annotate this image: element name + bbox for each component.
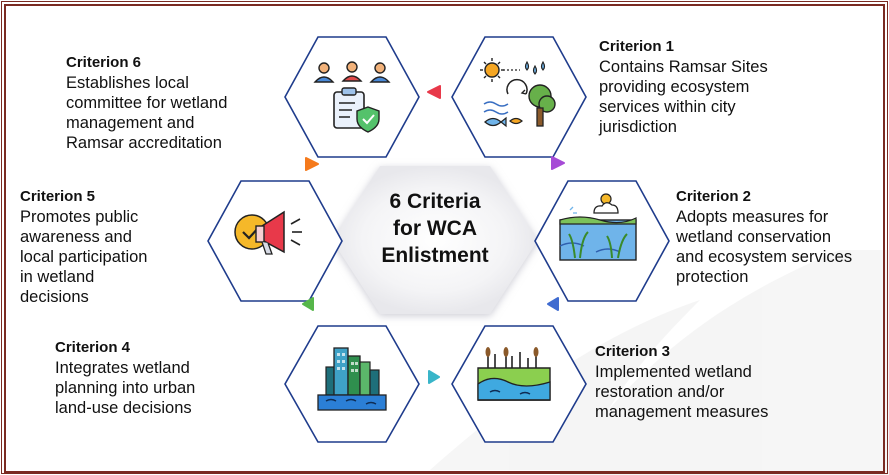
wetland-restoration-icon — [477, 347, 551, 401]
criterion-5-desc: Promotes public awareness and local part… — [20, 208, 148, 306]
criterion-1-desc: Contains Ramsar Sites providing ecosyste… — [599, 58, 768, 136]
arrow-3-to-4 — [428, 370, 440, 384]
criterion-1-title: Criterion 1 — [599, 38, 675, 55]
arrow-4-to-5 — [302, 297, 314, 311]
criterion-2-desc: Adopts measures for wetland conservation… — [676, 208, 853, 286]
center-title: 6 Criteria for WCA Enlistment — [381, 190, 489, 267]
hex-criterion-3 — [451, 325, 587, 443]
arrow-2-to-3 — [547, 297, 559, 311]
wetland-landscape-icon — [559, 193, 637, 261]
arrow-1-to-2 — [551, 156, 565, 170]
criterion-3-desc: Implemented wetland restoration and/or m… — [595, 363, 769, 421]
criterion-4-desc: Integrates wetland planning into urban l… — [55, 359, 196, 417]
criterion-4-title: Criterion 4 — [55, 339, 131, 356]
criterion-6: Criterion 6 Establishes local committee … — [66, 53, 281, 153]
committee-icon — [313, 61, 391, 133]
criterion-3: Criterion 3 Implemented wetland restorat… — [595, 342, 835, 422]
criterion-6-title: Criterion 6 — [66, 54, 142, 71]
arrow-5-to-6 — [305, 157, 319, 171]
criterion-5: Criterion 5 Promotes public awareness an… — [20, 187, 205, 307]
criterion-4: Criterion 4 Integrates wetland planning … — [55, 338, 270, 418]
hex-criterion-4 — [284, 325, 420, 443]
criterion-5-title: Criterion 5 — [20, 188, 96, 205]
urban-city-icon — [317, 347, 387, 411]
criterion-3-title: Criterion 3 — [595, 343, 671, 360]
hex-criterion-2 — [534, 180, 670, 302]
megaphone-icon — [234, 210, 302, 255]
hex-criterion-5 — [207, 180, 343, 302]
criterion-2-title: Criterion 2 — [676, 188, 752, 205]
hex-criterion-6 — [284, 36, 420, 158]
criterion-2: Criterion 2 Adopts measures for wetland … — [676, 187, 886, 287]
center-hexagon — [332, 166, 538, 314]
hex-criterion-1 — [451, 36, 587, 158]
criterion-1: Criterion 1 Contains Ramsar Sites provid… — [599, 37, 829, 137]
criterion-6-desc: Establishes local committee for wetland … — [66, 74, 228, 152]
arrow-6-to-1 — [427, 85, 441, 99]
wetland-ecosystem-icon — [480, 58, 556, 128]
